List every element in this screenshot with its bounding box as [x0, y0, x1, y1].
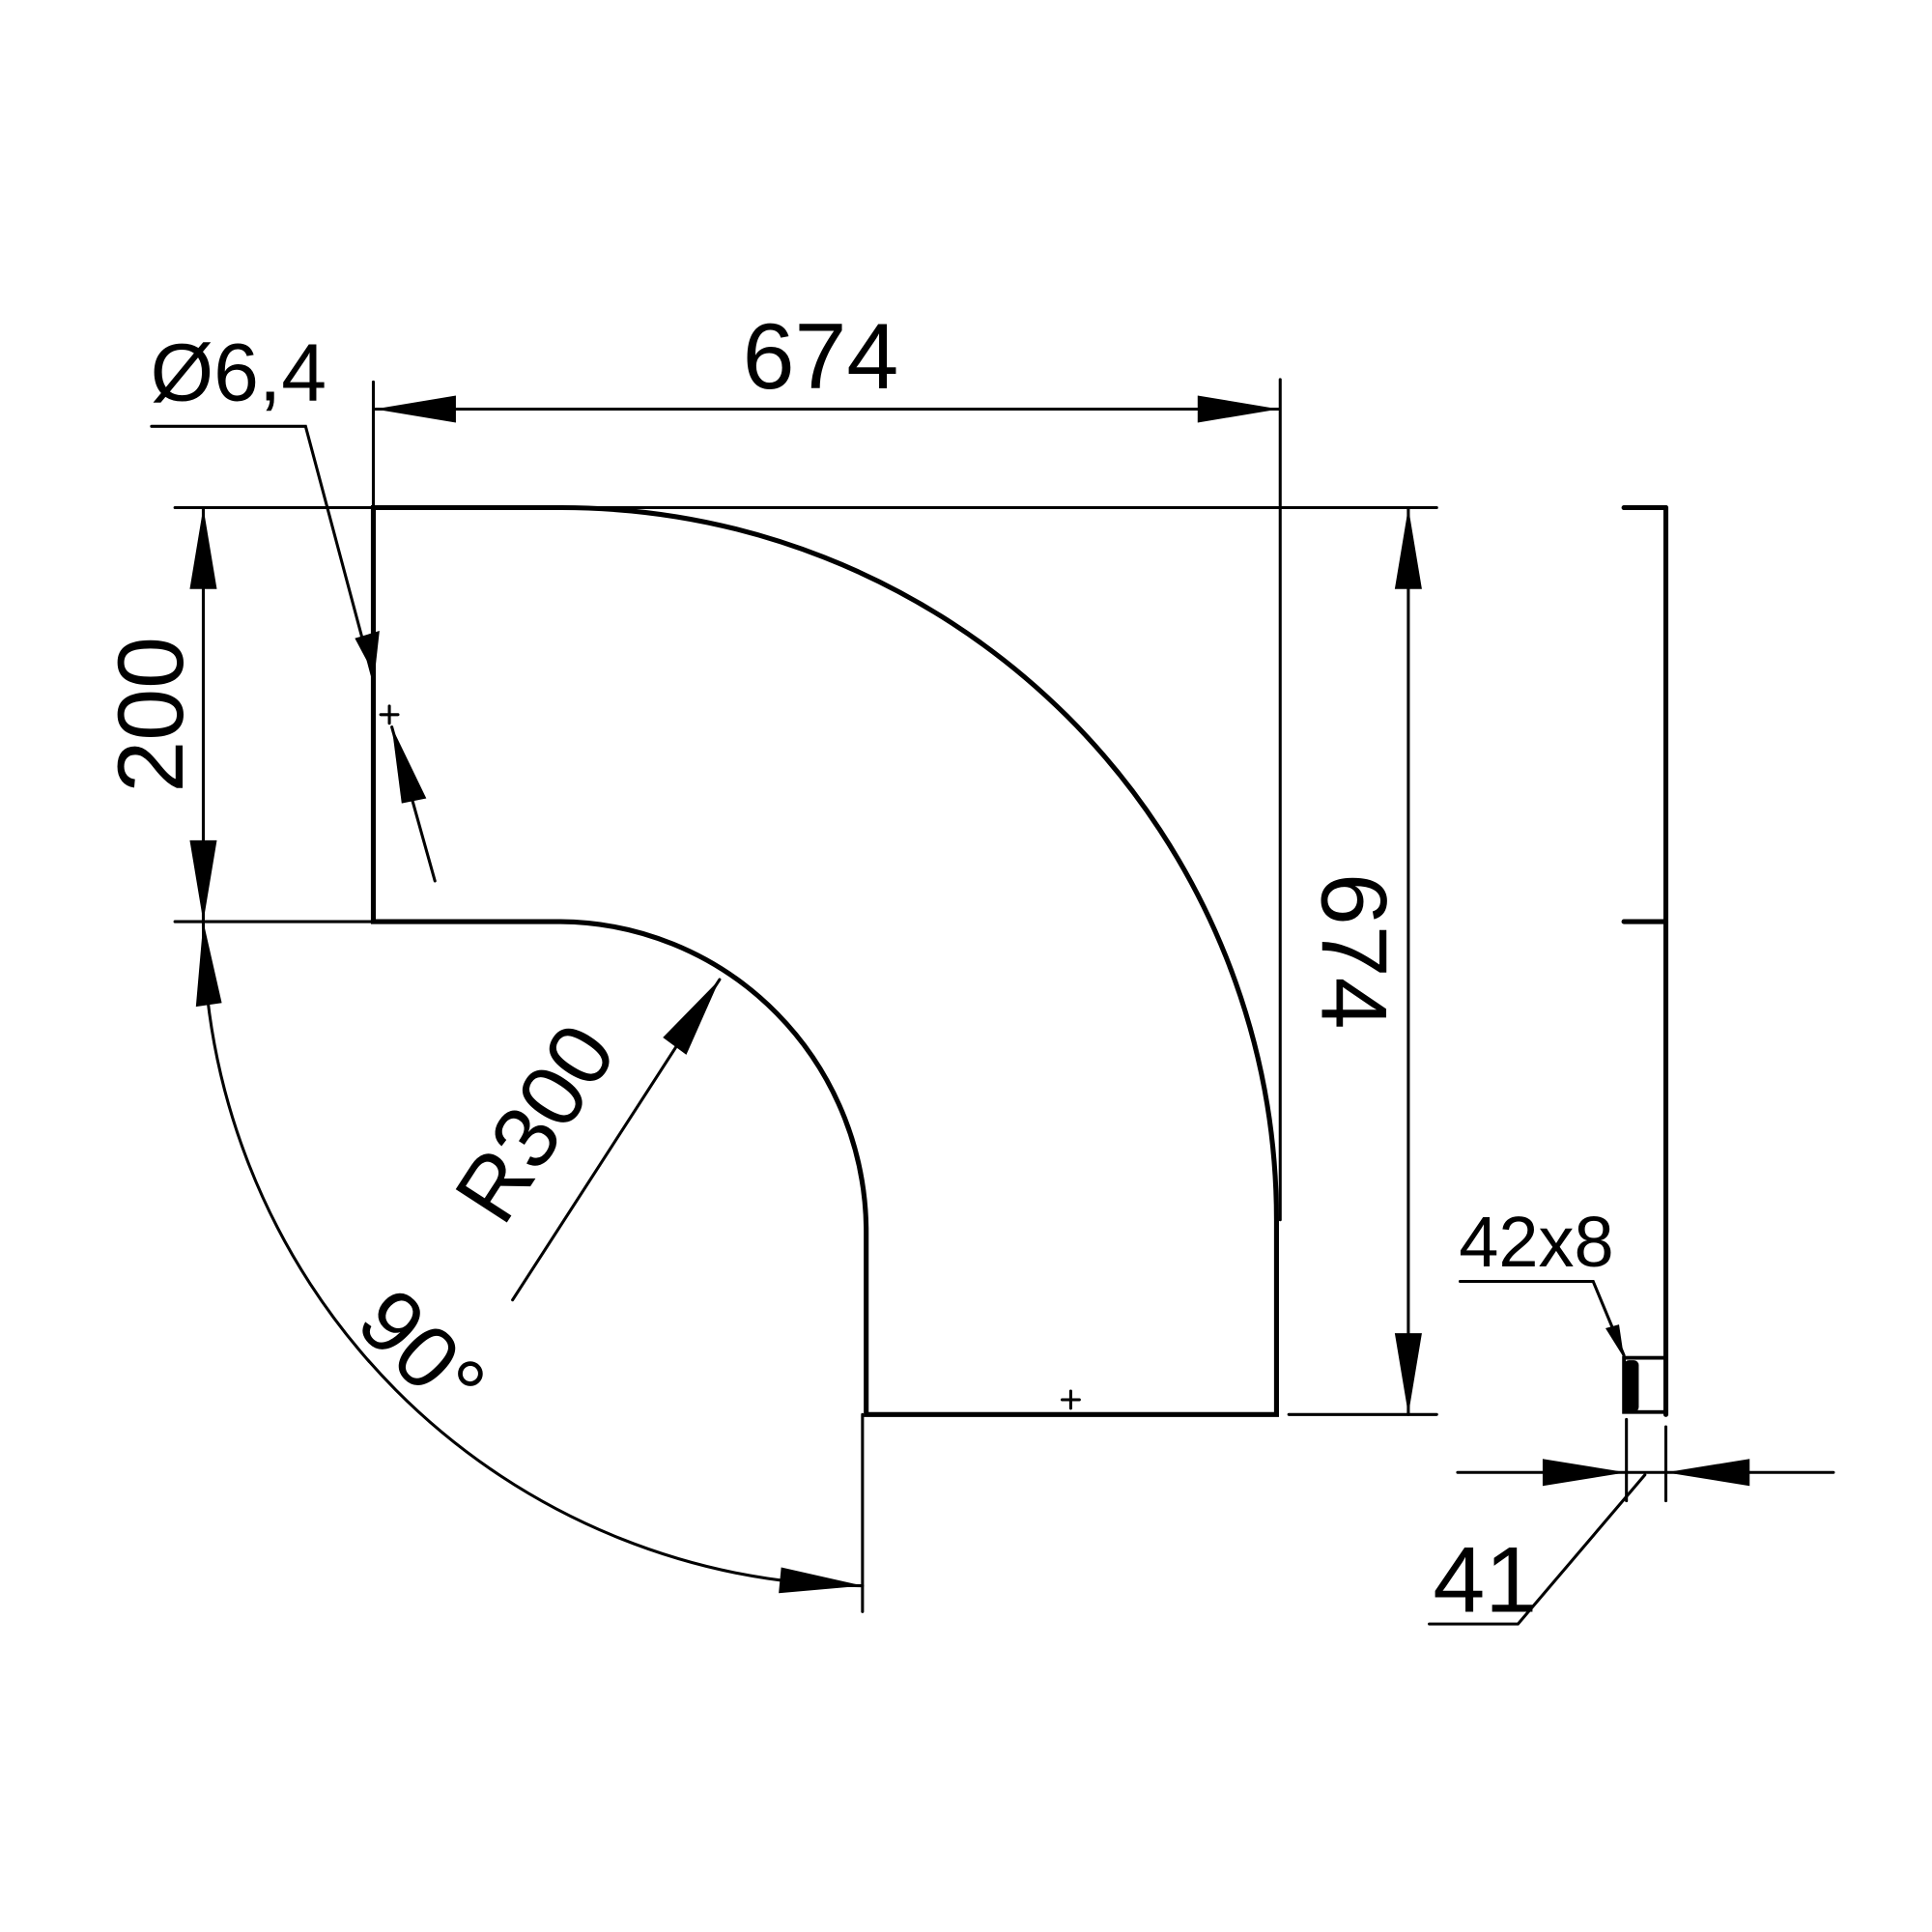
thickness-dimension: 41	[1428, 1417, 1835, 1632]
height-dimension: 674	[1302, 505, 1422, 1416]
angle-label: 90°	[339, 1270, 503, 1435]
radius-label: R300	[437, 1008, 635, 1239]
extension-lines	[173, 378, 1438, 1613]
profile-callout: 42x8	[1458, 1202, 1626, 1358]
radius-dimension: R300	[437, 978, 722, 1302]
side-view	[1621, 504, 1669, 1417]
hole-diameter-label: Ø6,4	[151, 327, 327, 418]
hole-center-mark	[1060, 1389, 1081, 1410]
width-label: 674	[743, 303, 899, 409]
profile-label: 42x8	[1459, 1202, 1613, 1282]
hole-diameter-callout: Ø6,4	[150, 327, 1081, 1410]
thickness-label: 41	[1433, 1526, 1537, 1632]
angle-dimension: 90°	[195, 920, 865, 1594]
height-label: 674	[1302, 873, 1407, 1030]
leg-width-dimension: 200	[98, 505, 217, 923]
part-outline	[370, 504, 1279, 1417]
hole-center-mark	[379, 704, 400, 725]
leg-width-label: 200	[98, 637, 203, 793]
width-dimension: 674	[373, 303, 1281, 423]
